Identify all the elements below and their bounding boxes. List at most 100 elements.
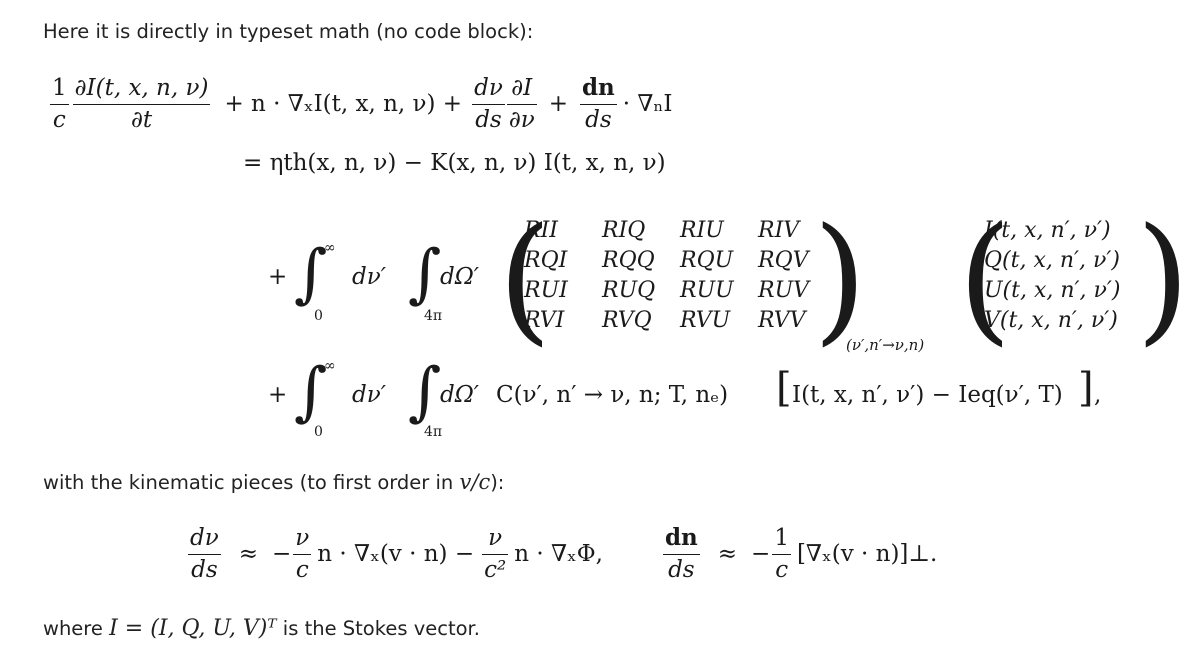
frac-denominator: c [52, 107, 66, 133]
fraction-nu-over-c: ν c [293, 522, 312, 585]
integral-lower-limit: 0 [314, 424, 323, 440]
domega-prime: dΩ′ [440, 264, 480, 290]
comma: , [1094, 382, 1102, 408]
matrix-entry: RUI [524, 278, 568, 303]
fraction-one-over-c: 1 c [772, 522, 791, 585]
aberration-term: [∇ₓ(v · n)]⊥. [796, 540, 938, 567]
matrix-entry: RUU [680, 278, 734, 303]
plus-sign: + [268, 264, 288, 290]
fraction-dn-ds: dn ds [662, 522, 700, 585]
frac-numerator: dn [662, 522, 700, 555]
intro-text: Here it is directly in typeset math (no … [43, 20, 534, 43]
frac-numerator: dn [579, 72, 617, 105]
matrix-entry: RQV [758, 248, 809, 273]
dnu-prime: dν′ [352, 264, 386, 290]
matrix-entry: RVI [524, 308, 565, 333]
approx-sign: ≈ [717, 540, 738, 567]
fraction-dI-dt: ∂I(t, x, n, ν) ∂t [72, 72, 211, 135]
integral-sign: ∫ [294, 237, 328, 311]
kinematic-text: with the kinematic pieces (to first orde… [43, 470, 504, 494]
matrix-entry: RQI [524, 248, 568, 273]
domega-prime: dΩ′ [440, 382, 480, 408]
kinematic-equations: dν ds ≈ − ν c n · ∇ₓ(v · n) − ν c² n · ∇… [188, 522, 938, 585]
integral-sign: ∫ [408, 237, 442, 311]
fraction-dnu-ds: dν ds [472, 72, 505, 135]
vector-entry: V(t, x, n′, ν′) [984, 308, 1118, 333]
matrix-entry: RVU [680, 308, 731, 333]
right-paren: ) [1136, 198, 1190, 359]
approx-sign: ≈ [238, 540, 258, 567]
frac-denominator: ∂ν [508, 107, 535, 133]
integral-sign: ∫ [294, 355, 328, 429]
gravity-term: n · ∇ₓΦ, [514, 540, 603, 567]
doppler-term: n · ∇ₓ(v · n) − [317, 540, 475, 567]
frac-denominator: c [775, 557, 789, 583]
stokes-vector: I = (I, Q, U, V)ᵀ [109, 616, 277, 641]
fraction-dnu-ds: dν ds [188, 522, 221, 585]
frac-numerator: ν [293, 522, 312, 555]
matrix-entry: RVV [758, 308, 806, 333]
matrix-entry: RUQ [602, 278, 656, 303]
matrix-entry: RII [524, 218, 558, 243]
matrix-entry: RIQ [602, 218, 646, 243]
matrix-entry: RIV [758, 218, 800, 243]
integral-upper-limit: ∞ [324, 358, 336, 374]
kinematic-prefix: with the kinematic pieces (to first orde… [43, 471, 460, 494]
left-paren: ( [958, 198, 1012, 359]
vector-entry: Q(t, x, n′, ν′) [984, 248, 1120, 273]
frac-denominator: ds [475, 107, 502, 133]
frac-denominator: ds [191, 557, 218, 583]
stokes-vector-column: I(t, x, n′, ν′) Q(t, x, n′, ν′) U(t, x, n′… [984, 216, 1120, 336]
frac-denominator: ∂t [130, 107, 153, 133]
frac-numerator: 1 [50, 72, 69, 105]
frac-denominator: ds [585, 107, 612, 133]
integral-sign: ∫ [408, 355, 442, 429]
frac-denominator: ds [668, 557, 695, 583]
fraction-dI-dnu: ∂I ∂ν [506, 72, 537, 135]
integral-upper-limit: ∞ [324, 240, 336, 256]
fraction-one-over-c: 1 c [50, 72, 69, 135]
equation-line-3: + ∫ ∞ 0 dν′ ∫ 4π dΩ′ ( RII RIQ RIU RIV RQI RQ… [268, 198, 1190, 362]
frac-numerator: dν [472, 72, 505, 105]
equation-line-2: = ηth(x, n, ν) − K(x, n, ν) I(t, x, n, ν… [243, 150, 666, 176]
matrix-subscript: (ν′,n′→ν,n) [846, 336, 925, 354]
vector-entry: I(t, x, n′, ν′) [984, 218, 1111, 243]
kinematic-suffix: ): [490, 471, 505, 494]
frac-denominator: c² [484, 557, 507, 583]
matrix-entry: RQQ [602, 248, 655, 273]
integral-lower-limit: 4π [424, 424, 443, 440]
integral-lower-limit: 4π [424, 308, 443, 324]
frac-denominator: c [295, 557, 309, 583]
fraction-nu-over-c2: ν c² [482, 522, 509, 585]
collision-kernel: C(ν′, n′ → ν, n; T, nₑ) [496, 382, 729, 408]
integral-lower-limit: 0 [314, 308, 323, 324]
dnu-prime: dν′ [352, 382, 386, 408]
intensity-difference: I(t, x, n′, ν′) − Ieq(ν′, T) [792, 382, 1063, 408]
plus-sign: + [268, 382, 288, 408]
frac-numerator: ν [482, 522, 509, 555]
equation-line-1: 1 c ∂I(t, x, n, ν) ∂t + n · ∇ₓI(t, x, n,… [50, 72, 673, 135]
stokes-definition: where I = (I, Q, U, V)ᵀ is the Stokes ve… [43, 616, 480, 641]
frac-numerator: 1 [772, 522, 791, 555]
right-paren: ) [813, 198, 867, 359]
vector-entry: U(t, x, n′, ν′) [984, 278, 1121, 303]
frac-numerator: ∂I(t, x, n, ν) [72, 72, 211, 105]
matrix-entry: RUV [758, 278, 809, 303]
transport-term: + n · ∇ₓI(t, x, n, ν) + [224, 90, 463, 117]
kinematic-var: v/c [459, 470, 491, 494]
frac-numerator: ∂I [506, 72, 537, 105]
matrix-entry: RQU [680, 248, 734, 273]
left-paren: ( [498, 198, 552, 359]
redistribution-matrix: RII RIQ RIU RIV RQI RQQ RQU RQV RUI RUQ RUU RUV RVI R… [524, 216, 824, 336]
right-bracket: ] [1078, 365, 1094, 411]
matrix-entry: RIU [680, 218, 724, 243]
where-suffix: is the Stokes vector. [276, 617, 480, 640]
matrix-entry: RVQ [602, 308, 652, 333]
direction-gradient-term: · ∇ₙI [622, 90, 673, 117]
plus-sign: + [548, 90, 568, 117]
fraction-dn-ds: dn ds [579, 72, 617, 135]
frac-numerator: dν [188, 522, 221, 555]
source-minus-extinction: = ηth(x, n, ν) − K(x, n, ν) I(t, x, n, ν… [243, 150, 666, 176]
equation-line-4: + ∫ ∞ 0 dν′ ∫ 4π dΩ′ C(ν′, n′ → ν, n; T,… [268, 352, 1168, 442]
left-bracket: [ [776, 365, 792, 411]
